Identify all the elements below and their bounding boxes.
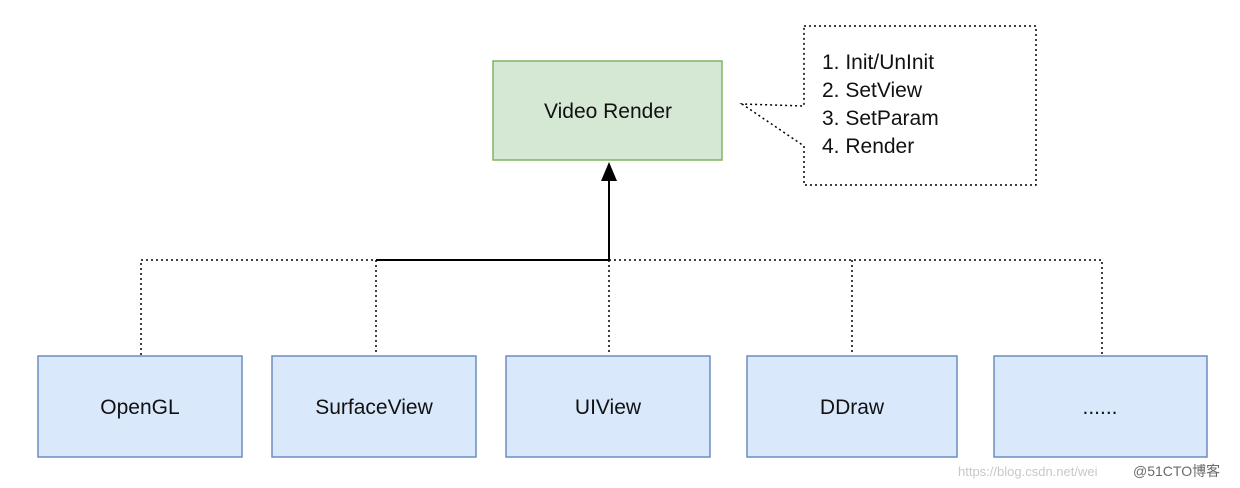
connector-opengl: [140, 259, 376, 355]
child-label-surfaceview: SurfaceView: [315, 396, 433, 419]
child-box-uiview: UIView: [505, 355, 711, 458]
video-render-label: Video Render: [544, 100, 672, 123]
watermark-brand: @51CTO博客: [1133, 463, 1220, 479]
child-label-more: ......: [1082, 396, 1117, 419]
dotted-connectors: [140, 259, 1103, 355]
video-render-box: Video Render: [492, 60, 723, 161]
child-box-surfaceview: SurfaceView: [271, 355, 477, 458]
connector-ddraw: [609, 259, 1103, 355]
note-line-4: 4. Render: [822, 135, 914, 158]
child-box-more: ......: [993, 355, 1208, 458]
child-box-opengl: OpenGL: [37, 355, 243, 458]
note-line-3: 3. SetParam: [822, 107, 939, 130]
arrow-head: [601, 162, 617, 181]
method-callout: 1. Init/UnInit 2. SetView 3. SetParam 4.…: [739, 25, 1037, 186]
child-label-opengl: OpenGL: [100, 396, 179, 419]
child-box-ddraw: DDraw: [746, 355, 958, 458]
solid-arrow-path: [376, 162, 617, 261]
watermark: https://blog.csdn.net/wei @51CTO博客: [958, 463, 1220, 479]
note-line-2: 2. SetView: [822, 79, 923, 102]
child-label-ddraw: DDraw: [820, 396, 885, 419]
note-line-1: 1. Init/UnInit: [822, 51, 934, 74]
callout-shape: [739, 25, 1037, 186]
watermark-url: https://blog.csdn.net/wei: [958, 464, 1098, 479]
child-label-uiview: UIView: [575, 396, 642, 419]
